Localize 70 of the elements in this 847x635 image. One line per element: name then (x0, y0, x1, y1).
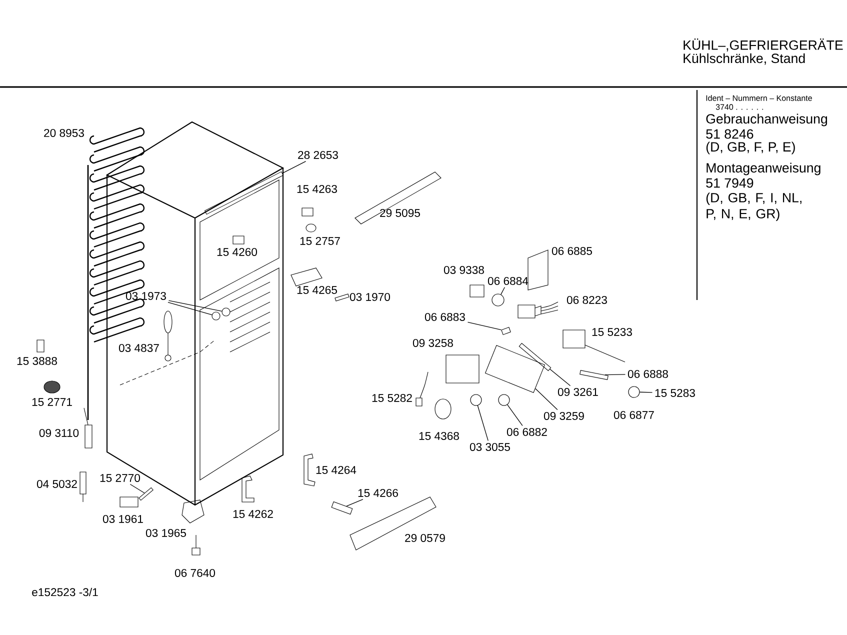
sensor-pin-part (138, 487, 154, 501)
leader-line (507, 404, 523, 426)
part-number: 06 6888 (628, 370, 668, 378)
leader-line (282, 160, 306, 174)
part-number: 06 6885 (552, 247, 592, 255)
part-number: 09 3259 (544, 412, 584, 420)
part-number: 15 4263 (297, 185, 337, 193)
part-number: 03 9338 (444, 266, 484, 274)
part-number: 09 3258 (412, 339, 453, 347)
leader-line (500, 286, 506, 295)
part-number: 15 4368 (419, 432, 459, 440)
rod-part (580, 370, 608, 380)
leader-line (130, 484, 145, 494)
leader-line (604, 374, 626, 376)
knob-part (212, 312, 220, 320)
part-number: 03 1970 (350, 293, 390, 301)
part-number: 15 3888 (17, 357, 57, 365)
leader-line (168, 302, 212, 316)
part-number: 09 3261 (558, 388, 598, 396)
leader-line (550, 368, 571, 386)
part-number: 29 0579 (405, 534, 445, 542)
leader-line (467, 322, 502, 330)
language-list: (D, GB, F, I, NL, P, N, E, GR) (706, 192, 802, 222)
part-number: 06 6883 (424, 313, 465, 321)
part-number: 15 5283 (655, 389, 695, 397)
language-list: (D, GB, F, P, E) (706, 142, 795, 154)
part-number: 15 4260 (217, 248, 258, 256)
part-number: 06 6877 (614, 411, 654, 419)
part-number: 29 5095 (380, 209, 420, 217)
part-number: 03 3055 (470, 443, 510, 451)
leader-line (168, 300, 222, 312)
part-number: 20 8953 (44, 129, 84, 137)
drawing-number: e152523 -3/1 (32, 588, 98, 596)
knob-part (222, 308, 230, 316)
caption-text: 3740 . . . . . . (716, 104, 764, 110)
ring-part (492, 294, 504, 306)
part-number: 06 6884 (488, 277, 528, 285)
part-number: 15 2771 (32, 398, 72, 406)
part-number: 06 8223 (566, 296, 607, 304)
part-number: 03 1973 (126, 292, 166, 300)
part-number: 15 4266 (358, 489, 398, 497)
document-number: 51 8246 (706, 129, 754, 139)
part-number: 15 4262 (233, 510, 273, 518)
part-number: 15 2770 (100, 474, 140, 482)
document-title: Gebrauchanweisung (706, 114, 828, 126)
document-number: 51 7949 (706, 178, 754, 188)
part-number: 15 4265 (297, 286, 337, 294)
part-number: 06 7640 (174, 569, 216, 577)
part-number: 09 3110 (39, 429, 79, 437)
nut-part (470, 394, 482, 406)
leader-line (639, 392, 653, 393)
part-number: 03 4837 (118, 344, 159, 352)
cap-part (498, 394, 510, 406)
part-number: 28 2653 (298, 151, 338, 159)
part-number: 15 4264 (316, 466, 356, 474)
heading-text: KÜHL–,GEFRIERGERÄTE (684, 38, 843, 52)
part-number: 15 5282 (372, 394, 412, 402)
part-number: 03 1961 (102, 515, 143, 523)
leader-line (477, 405, 488, 442)
leader-line (346, 498, 364, 506)
cap-part (628, 386, 640, 398)
heading-text: Kühlschränke, Stand (684, 53, 805, 65)
leader-line (535, 388, 558, 410)
part-number: 06 6882 (506, 428, 547, 436)
document-title: Montageanweisung (706, 162, 820, 176)
part-number: 15 5233 (592, 328, 632, 336)
part-number: 03 1965 (146, 529, 186, 537)
part-number: 15 2757 (300, 237, 340, 245)
part-number: 04 5032 (36, 480, 77, 488)
caption-text: Ident – Nummern – Konstante (706, 95, 812, 101)
